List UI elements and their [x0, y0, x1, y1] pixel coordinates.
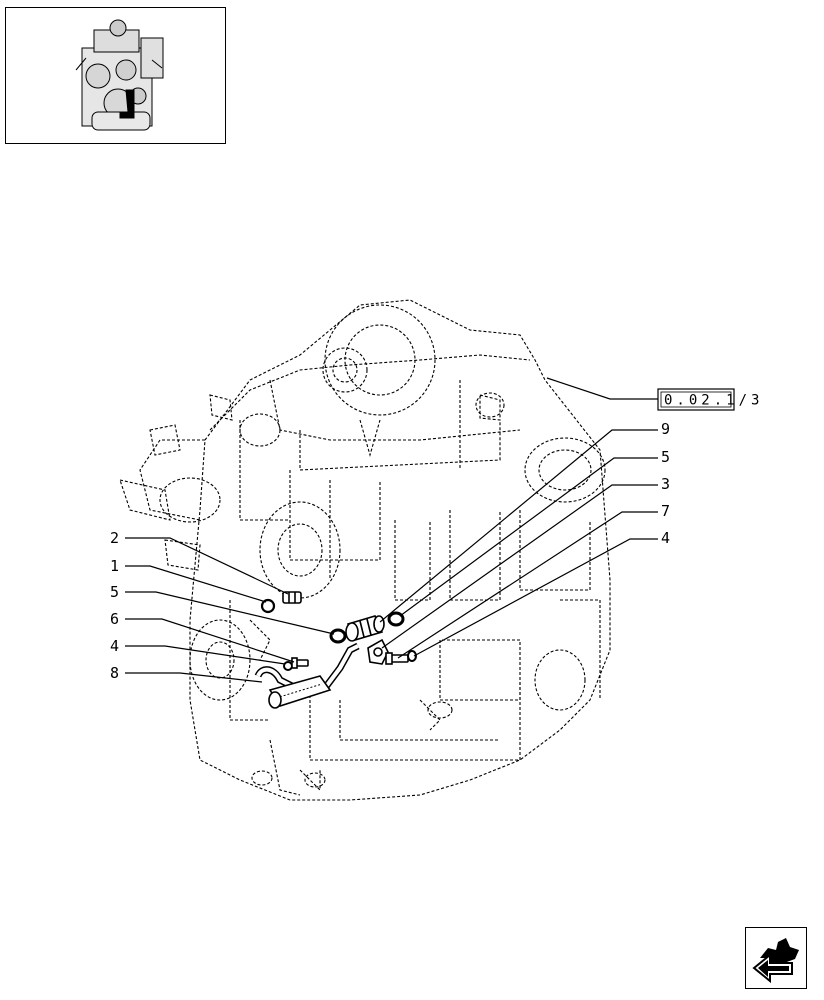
callout-number: 3 — [661, 475, 670, 493]
part-5-o-ring[interactable] — [329, 628, 347, 644]
callout-number: 7 — [661, 502, 670, 520]
callouts-left: 2 1 5 6 4 8 — [110, 529, 119, 682]
callout-number: 5 — [110, 583, 119, 601]
callouts-right: 9 5 3 7 4 — [661, 420, 670, 547]
callout-number: 9 — [661, 420, 670, 438]
callout-number: 4 — [110, 637, 119, 655]
leader-lines-left — [125, 537, 335, 683]
callout-number: 2 — [110, 529, 119, 547]
engine-thumbnail-frame[interactable] — [5, 7, 226, 144]
part-3-gasket[interactable] — [367, 638, 389, 665]
part-5-o-ring-right[interactable] — [387, 611, 405, 627]
next-page-button[interactable] — [745, 927, 807, 989]
part-6-screw[interactable] — [291, 657, 309, 669]
highlighted-parts — [254, 591, 417, 709]
callout-number: 5 — [661, 448, 670, 466]
part-4-washer-left[interactable] — [283, 661, 293, 671]
part-9-sleeve[interactable] — [345, 615, 385, 642]
reference-box[interactable]: 0.02.1/3 — [657, 388, 763, 411]
engine-thumbnail-icon — [75, 19, 164, 131]
callout-number: 6 — [110, 610, 119, 628]
part-8-oil-pipe[interactable] — [254, 642, 360, 709]
callout-number: 4 — [661, 529, 670, 547]
next-page-arrow-icon — [752, 938, 799, 984]
callout-number: 1 — [110, 557, 119, 575]
engine-block-outline — [119, 299, 611, 801]
reference-box-label: 0.02.1/3 — [664, 393, 763, 409]
part-4-washer[interactable] — [407, 650, 417, 662]
part-1-washer[interactable] — [260, 598, 276, 614]
part-2-fitting[interactable] — [282, 591, 302, 604]
engine-rotating-parts — [159, 304, 606, 788]
leader-lines-right — [379, 377, 658, 659]
part-7-bolt[interactable] — [385, 652, 409, 665]
callout-number: 8 — [110, 664, 119, 682]
